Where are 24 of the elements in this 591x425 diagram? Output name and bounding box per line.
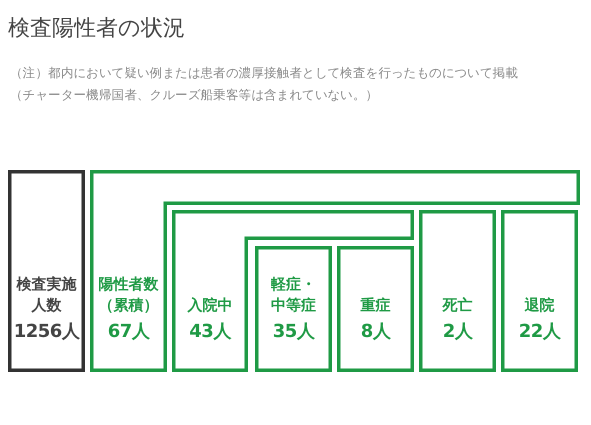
category-label: 検査実施人数: [15, 274, 78, 316]
category-label: 軽症・中等症: [270, 274, 317, 316]
count-value: 8人: [360, 320, 390, 344]
category-label: 入院中: [186, 295, 234, 316]
category-label: 死亡: [441, 295, 474, 316]
count-value: 43人: [189, 320, 231, 344]
category-box: [8, 170, 85, 372]
count-value: 35人: [272, 320, 314, 344]
category-label: 重症: [360, 295, 392, 316]
category-box: [255, 246, 332, 372]
category-label: 陽性者数（累積）: [98, 274, 160, 316]
count-value: 67人: [108, 320, 150, 344]
note-text: （チャーター機帰国者、クルーズ船乗客等は含まれていない。）: [10, 86, 378, 104]
count-value: 2人: [442, 320, 472, 344]
category-box: [419, 210, 496, 372]
l-shaped-frame: [90, 170, 580, 372]
category-box: [337, 246, 414, 372]
count-value: 22人: [518, 320, 560, 344]
count-value: 1256人: [14, 320, 80, 344]
note-text: （注）都内において疑い例または患者の濃厚接触者として検査を行ったものについて掲載: [10, 64, 518, 82]
category-label: 退院: [524, 295, 556, 316]
l-shaped-frame: [172, 210, 414, 372]
category-box: [501, 210, 578, 372]
title: 検査陽性者の状況: [8, 15, 185, 43]
